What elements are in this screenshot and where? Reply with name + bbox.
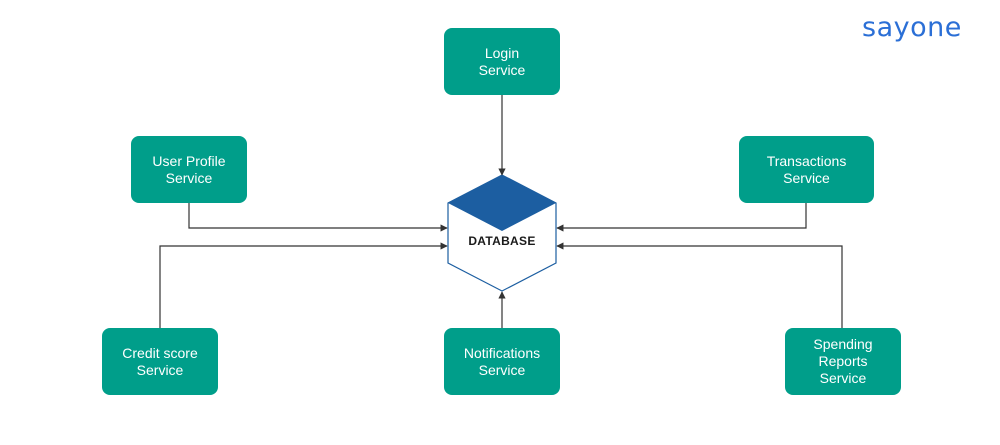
database-top-face xyxy=(448,175,556,231)
notifications-service-node: Notifications Service xyxy=(444,328,560,395)
connector-spending-reports xyxy=(556,242,843,328)
brand-logo: sayone xyxy=(862,12,962,43)
spending-reports-service-node: Spending Reports Service xyxy=(785,328,901,395)
connector-transactions xyxy=(556,203,807,232)
login-service-node: Login Service xyxy=(444,28,560,95)
database-node xyxy=(447,174,557,292)
database-label: DATABASE xyxy=(468,234,536,248)
connector-user-profile xyxy=(188,203,448,232)
credit-score-service-node: Credit score Service xyxy=(102,328,218,395)
user-profile-service-node: User Profile Service xyxy=(131,136,247,203)
transactions-service-node: Transactions Service xyxy=(739,136,874,203)
connector-credit-score xyxy=(159,242,448,328)
